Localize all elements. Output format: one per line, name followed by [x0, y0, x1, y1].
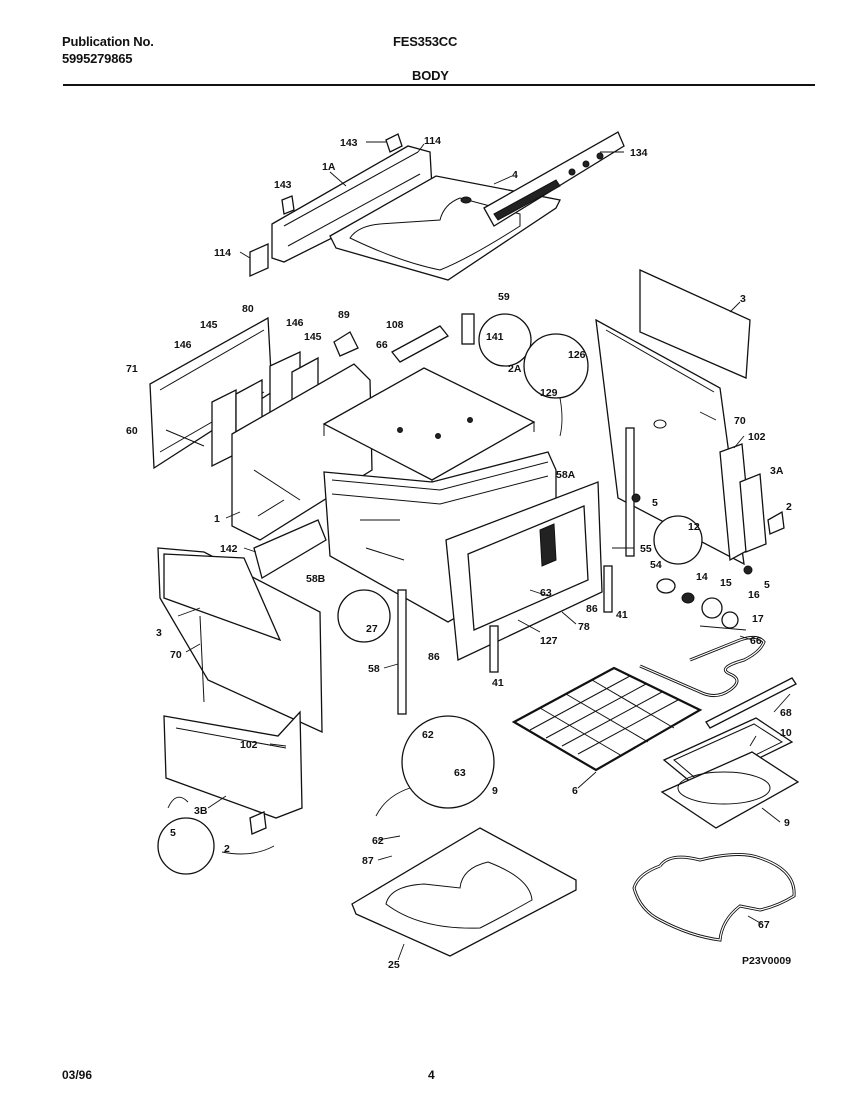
callout: 87 [362, 855, 374, 867]
lower-left-panel [157, 547, 323, 734]
callout: 9 [492, 785, 498, 797]
callout: 1A [322, 161, 336, 173]
drawer-frame [163, 710, 303, 835]
callout-labels: 143 114 134 1A 4 143 114 59 141 3 80 89 … [126, 135, 792, 971]
callout: 2A [508, 363, 522, 375]
model-number: FES353CC [393, 34, 458, 49]
leader-lines [177, 141, 791, 961]
callout: 25 [388, 959, 400, 971]
callout: 127 [540, 635, 558, 647]
callout: 5 [652, 497, 658, 509]
callout: 2 [786, 501, 792, 513]
callout: 86 [428, 651, 440, 663]
callout: 78 [578, 621, 590, 633]
oven-front-frame [445, 481, 603, 661]
drawing-code: P23V0009 [742, 955, 791, 967]
callout: 60 [126, 425, 138, 437]
broiler-pan [660, 717, 800, 829]
callout: 14 [696, 571, 708, 583]
callout: 86 [586, 603, 598, 615]
header-rule [63, 84, 815, 86]
callout: 4 [512, 169, 518, 181]
callout: 3 [740, 293, 746, 305]
publication-label: Publication No. [62, 34, 154, 49]
callout: 3B [194, 805, 208, 817]
callout: 12 [688, 521, 700, 533]
callout: 141 [486, 331, 504, 343]
trim-strip [397, 589, 407, 715]
callout: 102 [240, 739, 258, 751]
callout: 89 [338, 309, 350, 321]
callout: 5 [764, 579, 770, 591]
callout: 16 [748, 589, 760, 601]
callout: 55 [640, 543, 652, 555]
callout: 54 [650, 559, 662, 571]
callout: 70 [170, 649, 182, 661]
callout: 102 [748, 431, 766, 443]
callout: 58 [368, 663, 380, 675]
callout: 15 [720, 577, 732, 589]
kick-panel [253, 519, 327, 579]
callout: 10 [780, 727, 792, 739]
callout: 129 [540, 387, 558, 399]
callout: 114 [424, 135, 441, 147]
callout: 59 [498, 291, 510, 303]
callout: 108 [386, 319, 404, 331]
control-panel [483, 131, 625, 227]
callout: 145 [200, 319, 218, 331]
callout: 145 [304, 331, 322, 343]
callout: 58B [306, 573, 326, 585]
section-title: BODY [412, 68, 449, 83]
back-guard-panel [249, 133, 433, 278]
callout: 142 [220, 543, 238, 555]
small-parts [489, 427, 753, 673]
callout: 9 [784, 817, 790, 829]
callout: 63 [540, 587, 552, 599]
callout: 146 [174, 339, 192, 351]
callout: 63 [454, 767, 466, 779]
callout: 114 [214, 247, 231, 259]
callout: 67 [758, 919, 770, 931]
callout: 126 [568, 349, 586, 361]
callout: 17 [752, 613, 764, 625]
callout: 143 [340, 137, 358, 149]
callout: 71 [126, 363, 138, 375]
callout: 2 [224, 843, 230, 855]
callout: 70 [734, 415, 746, 427]
callout: 66 [376, 339, 388, 351]
callout: 80 [242, 303, 254, 315]
rear-strip [705, 677, 797, 729]
callout: 41 [492, 677, 504, 689]
callout: 62 [422, 729, 434, 741]
callout: 3 [156, 627, 162, 639]
detail-circles [157, 313, 703, 875]
callout: 5 [170, 827, 176, 839]
right-brackets [719, 443, 785, 562]
oven-rack [511, 666, 703, 772]
callout: 66 [750, 635, 762, 647]
callout: 68 [780, 707, 792, 719]
page-number: 4 [428, 1068, 435, 1082]
callout: 6 [572, 785, 578, 797]
publication-number: 5995279865 [62, 51, 133, 66]
oven-bottom [351, 827, 577, 957]
callout: 3A [770, 465, 784, 477]
callout: 1 [214, 513, 220, 525]
callout: 146 [286, 317, 304, 329]
broil-element [632, 853, 796, 942]
bake-element [639, 635, 766, 697]
callout: 143 [274, 179, 292, 191]
callout: 62 [372, 835, 384, 847]
callout: 134 [630, 147, 648, 159]
callout: 58A [556, 469, 576, 481]
callout: 27 [366, 623, 378, 635]
publication-date: 03/96 [62, 1068, 93, 1082]
callout: 41 [616, 609, 628, 621]
top-components [333, 313, 475, 363]
oven-back-wall [231, 363, 373, 541]
